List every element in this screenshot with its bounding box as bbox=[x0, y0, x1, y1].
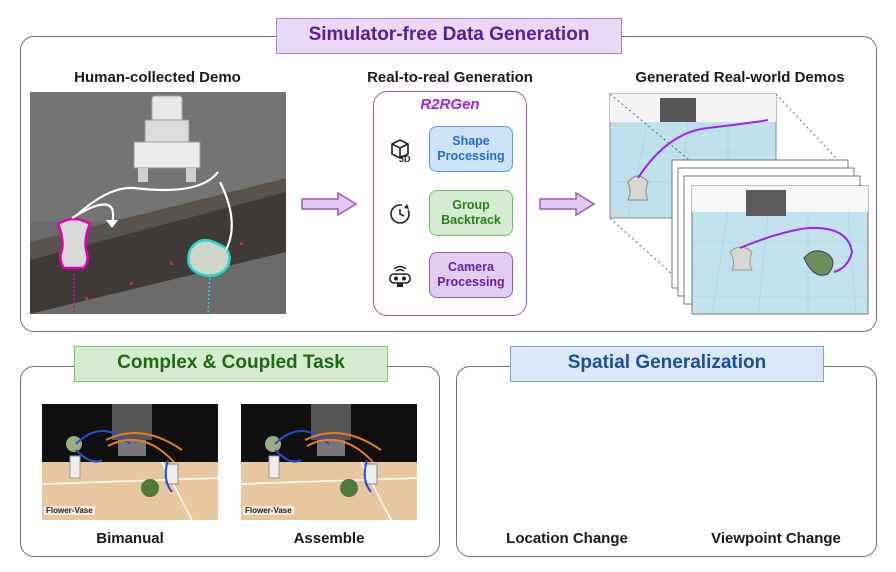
bimanual-image: Flower-Vase bbox=[42, 404, 218, 520]
human-demo-image bbox=[30, 92, 286, 314]
bottom-right-panel bbox=[456, 366, 877, 557]
arrow-right-icon bbox=[301, 192, 358, 216]
bottom-left-banner: Complex & Coupled Task bbox=[74, 346, 388, 382]
svg-text:3D: 3D bbox=[399, 154, 411, 164]
bottom-right-banner: Spatial Generalization bbox=[510, 346, 824, 382]
clock-rewind-icon bbox=[390, 204, 410, 224]
assemble-image: Flower-Vase bbox=[241, 404, 417, 520]
r2rgen-title: R2RGen bbox=[420, 96, 480, 113]
generated-heading: Generated Real-world Demos bbox=[635, 69, 845, 86]
human-demo-heading: Human-collected Demo bbox=[74, 69, 241, 86]
overlay-label: Flower-Vase bbox=[243, 506, 294, 515]
generated-demos-stack bbox=[608, 92, 870, 318]
bimanual-caption: Bimanual bbox=[96, 530, 164, 547]
location-change-caption: Location Change bbox=[506, 530, 628, 547]
top-banner: Simulator-free Data Generation bbox=[276, 18, 622, 54]
assemble-caption: Assemble bbox=[293, 530, 365, 547]
arrow-right-icon bbox=[539, 192, 596, 216]
camera-sensor-icon bbox=[389, 265, 411, 287]
viewpoint-change-caption: Viewpoint Change bbox=[711, 530, 841, 547]
r2r-heading: Real-to-real Generation bbox=[367, 69, 533, 86]
overlay-label: Flower-Vase bbox=[44, 506, 95, 515]
gripper-cloud bbox=[133, 95, 201, 182]
cube-3d-icon: 3D bbox=[391, 139, 411, 164]
